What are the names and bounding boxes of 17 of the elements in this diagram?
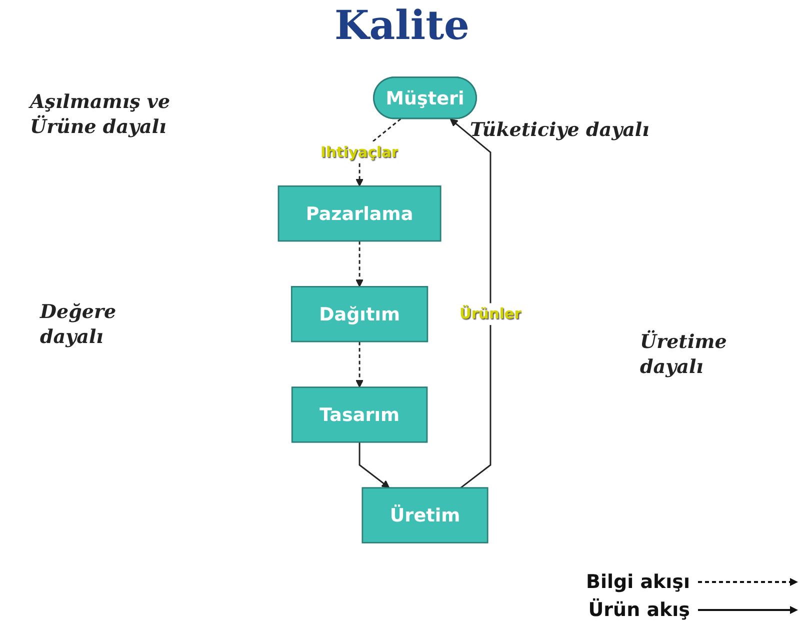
annotation-text: Aşılmamış ve Ürüne dayalı — [30, 90, 172, 140]
edge-label: Ihtiyaçlar — [320, 143, 399, 161]
node-box: Tasarım — [291, 386, 428, 443]
annotation-text: Üretime dayalı — [640, 330, 728, 380]
node-box: Dağıtım — [290, 286, 428, 342]
node-box: Üretim — [362, 487, 488, 544]
legend-text: Bilgi akışı — [586, 571, 690, 593]
annotation-text: Değere dayalı — [40, 300, 118, 350]
legend-text: Ürün akış — [588, 599, 690, 621]
arrow — [358, 442, 390, 488]
annotation-text: Tüketiciye dayalı — [470, 118, 650, 143]
arrow — [450, 118, 492, 488]
edge-label: Ürünler — [459, 304, 522, 322]
arrow — [356, 240, 364, 288]
diagram-title: Kalite — [334, 2, 470, 49]
node-box: Pazarlama — [278, 185, 442, 242]
arrow — [356, 342, 364, 388]
